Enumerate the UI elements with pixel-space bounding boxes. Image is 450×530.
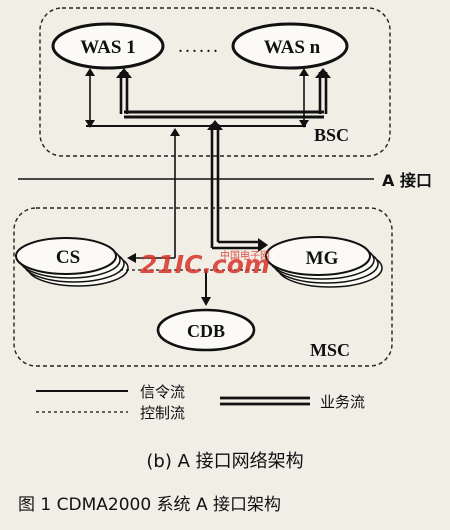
arrowhead [299, 120, 309, 128]
arrowhead [170, 128, 180, 136]
bsc-boundary [39, 7, 391, 157]
arrowhead [315, 68, 331, 78]
arrowhead [201, 297, 211, 306]
arrowhead [258, 238, 268, 252]
was1-label: WAS 1 [80, 37, 135, 58]
a-interface-label: A 接口 [382, 171, 432, 190]
msc-label: MSC [310, 340, 350, 360]
legend-signaling-label: 信令流 [140, 383, 185, 401]
arrowhead [85, 120, 95, 128]
bsc-label: BSC [314, 125, 349, 145]
mg-node [265, 236, 371, 276]
was1-node [51, 22, 165, 70]
arrowhead [127, 253, 136, 263]
cs-label: CS [56, 247, 80, 268]
wasn-node [231, 22, 349, 70]
wasn-label: WAS n [264, 37, 321, 58]
legend-control-label: 控制流 [140, 404, 185, 422]
figure-caption: 图 1 CDMA2000 系统 A 接口架构 [18, 495, 281, 515]
was-ellipsis: . . . . . . [179, 41, 218, 56]
cdb-label: CDB [187, 321, 225, 341]
arrowhead [116, 68, 132, 78]
arrowhead [299, 68, 309, 76]
arrowhead [207, 120, 223, 130]
watermark-logo: 21IC.com [140, 250, 270, 279]
cdb-node [156, 308, 256, 352]
arrowhead [85, 68, 95, 76]
watermark-cn: 中国电子网 [220, 249, 270, 262]
cs-node [15, 237, 117, 275]
mg-label: MG [306, 248, 339, 269]
legend-traffic-label: 业务流 [320, 393, 365, 411]
subcaption: (b) A 接口网络架构 [146, 451, 303, 472]
